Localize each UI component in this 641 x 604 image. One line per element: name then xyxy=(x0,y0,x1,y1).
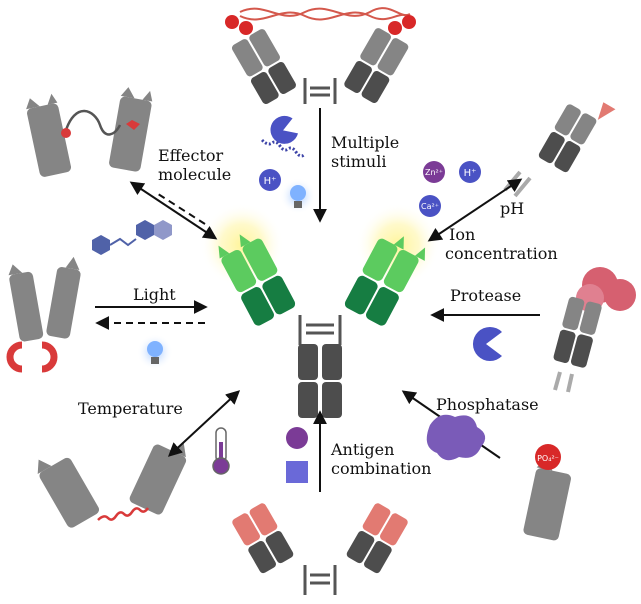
effector-molecule-arrow xyxy=(129,181,218,240)
protease-pacman-icon-2 xyxy=(472,327,502,361)
ph-ion-arrow xyxy=(427,178,523,242)
light-label: Light xyxy=(133,285,176,304)
calcium-ion-icon xyxy=(419,195,441,217)
light-bulb-icon-2 xyxy=(147,341,163,364)
antigen-square-icon xyxy=(286,461,308,483)
peptide-icon xyxy=(260,138,305,158)
phosphatase-antibody: PO₄²⁻ xyxy=(523,444,571,541)
protease-label: Protease xyxy=(450,286,522,305)
zinc-ion-icon xyxy=(423,161,445,183)
zinc-label: Zn²⁺ xyxy=(425,168,443,177)
central-antibody xyxy=(200,203,440,418)
antigen-combination-label: Antigen combination xyxy=(331,440,432,478)
thermometer-icon xyxy=(212,427,230,475)
effector-molecule-label: Effector molecule xyxy=(158,146,232,184)
temperature-antibody xyxy=(37,443,187,528)
proton-label: H⁺ xyxy=(264,176,277,187)
ion-concentration-label: Ion concentration xyxy=(445,225,558,263)
proton-icon-2 xyxy=(459,161,481,183)
effector-molecule-antibody xyxy=(26,87,153,177)
effector-molecule-dashed-arrow xyxy=(154,191,206,225)
proton-label-2: H⁺ xyxy=(464,168,477,179)
proton-icon xyxy=(259,169,281,191)
calcium-label: Ca²⁺ xyxy=(421,202,439,211)
protease-pacman-icon xyxy=(270,115,299,144)
temperature-arrow xyxy=(167,390,241,457)
light-antibody xyxy=(6,256,81,373)
light-bulb-icon xyxy=(290,185,306,208)
ph-label: pH xyxy=(500,199,525,218)
protease-antibody xyxy=(553,267,636,393)
multiple-stimuli-antibody xyxy=(225,7,416,105)
phosphate-label: PO₄²⁻ xyxy=(537,454,559,463)
effector-hexagons-icon xyxy=(92,220,172,255)
multiple-stimuli-label: Multiple stimuli xyxy=(331,133,400,171)
ph-ion-antibody xyxy=(503,102,616,198)
antigen-circle-icon xyxy=(286,427,308,449)
temperature-label: Temperature xyxy=(78,399,183,418)
phosphatase-label: Phosphatase xyxy=(436,395,539,414)
phosphatase-blob-icon xyxy=(426,414,486,461)
antigen-combination-antibody xyxy=(232,503,408,595)
